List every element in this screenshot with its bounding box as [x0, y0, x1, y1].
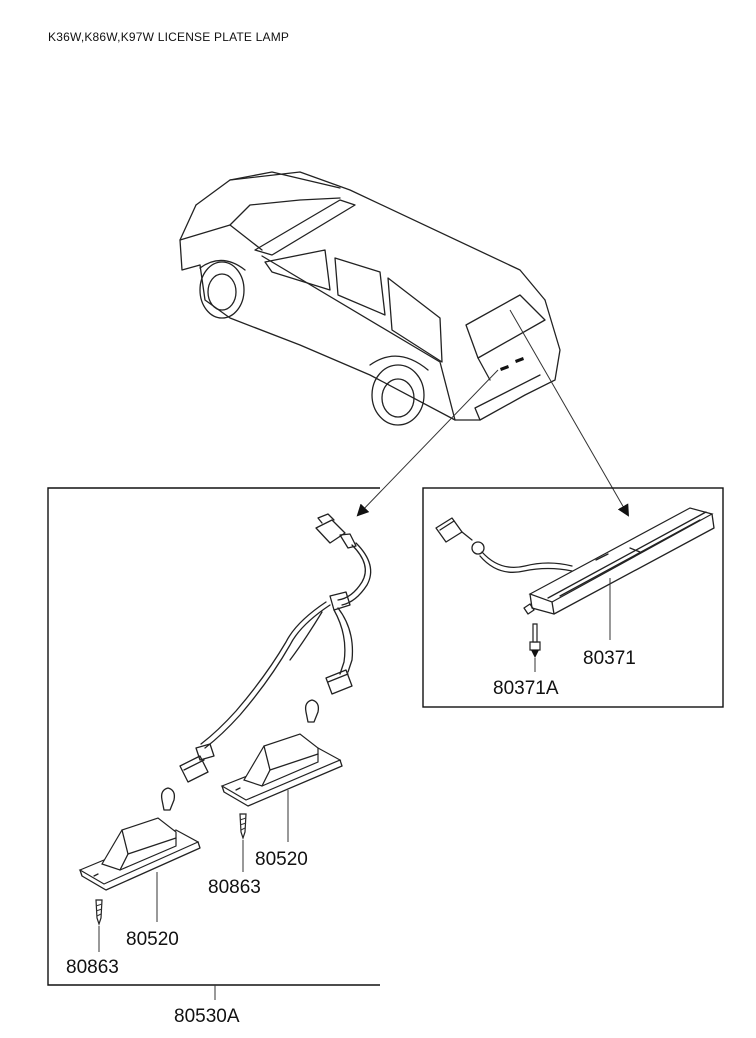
bulb-right	[304, 699, 320, 723]
vehicle-illustration	[179, 171, 561, 426]
screw-high-mount	[529, 623, 541, 658]
label-80863-right: 80863	[208, 877, 261, 898]
label-80371: 80371	[583, 648, 636, 669]
label-80520-left: 80520	[126, 929, 179, 950]
high-mount-frame	[422, 487, 724, 708]
label-80863-left: 80863	[66, 957, 119, 978]
arrow-to-plate-lamp	[356, 369, 499, 517]
label-80371A: 80371A	[493, 678, 559, 699]
screw-left	[95, 899, 103, 926]
arrow-to-high-mount-lamp	[509, 309, 629, 517]
harness-connector	[179, 513, 372, 783]
bulb-left	[160, 787, 176, 811]
diagram-title: K36W,K86W,K97W LICENSE PLATE LAMP	[48, 30, 290, 44]
lamp-housing-left	[78, 817, 201, 891]
label-80530A: 80530A	[174, 1006, 240, 1027]
lamp-housing-right	[220, 733, 343, 807]
plate-lamp-frame	[47, 487, 380, 986]
label-80520-right: 80520	[255, 849, 308, 870]
high-mount-lamp	[435, 507, 715, 615]
screw-right	[239, 813, 247, 840]
